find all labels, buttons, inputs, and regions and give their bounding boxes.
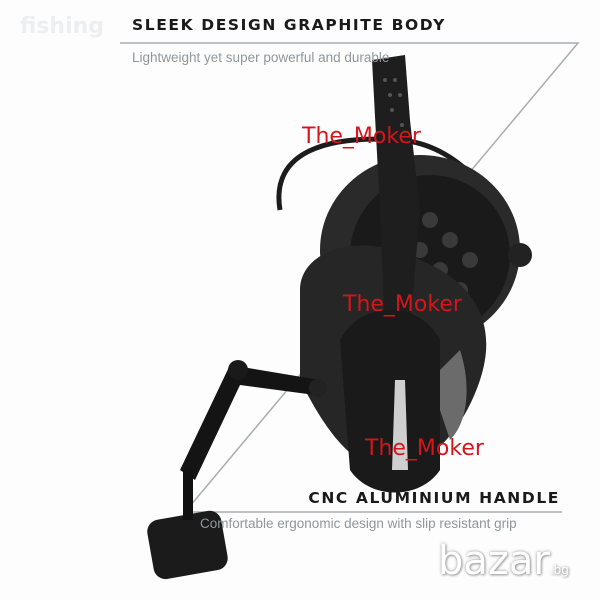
moker-watermark-2: The_Moker: [343, 292, 462, 317]
moker-watermark-3: The_Moker: [365, 436, 484, 461]
feature-title-handle: CNC ALUMINIUM HANDLE: [308, 489, 560, 507]
feature-subtitle-handle: Comfortable ergonomic design with slip r…: [200, 516, 517, 531]
bazar-logo-tld: .bg: [549, 563, 569, 577]
fishing-watermark: fishing: [20, 14, 105, 39]
feature-title-body: SLEEK DESIGN GRAPHITE BODY: [132, 16, 446, 34]
bazar-logo: bazar.bg: [438, 538, 569, 584]
fishing-reel: [147, 55, 532, 580]
moker-watermark-1: The_Moker: [302, 124, 421, 149]
feature-subtitle-body: Lightweight yet super powerful and durab…: [132, 50, 390, 65]
bazar-logo-text: bazar: [438, 538, 550, 584]
